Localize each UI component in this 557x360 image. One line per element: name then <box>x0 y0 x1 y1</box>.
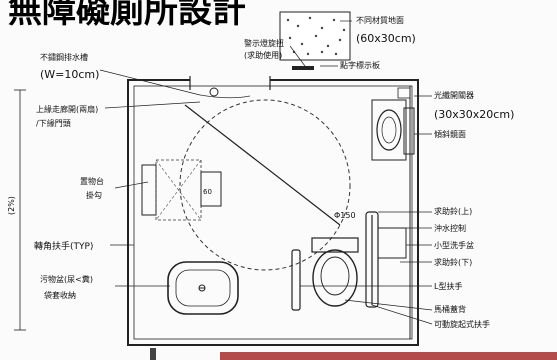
turning-circle <box>179 99 351 271</box>
label-braille-plate: 點字標示板 <box>340 60 380 70</box>
label-small-sink: 小型洗手盆 <box>434 240 474 250</box>
label-slope-channel-w: (W=10cm) <box>40 68 99 81</box>
circle-dimension: Φ150 <box>334 211 356 220</box>
dimension-label: (2%) <box>7 196 16 215</box>
annotation-labels: 不同材質地面 (60x30cm) 警示燈旋扭 (求助使用) 點字標示板 不鏽鋼排… <box>34 15 514 329</box>
label-light-sensor: 光纖開關器 <box>434 90 474 100</box>
bottom-post <box>150 348 156 360</box>
label-dirt-bin: 污物盆(尿<糞) <box>40 274 93 284</box>
braille-plate <box>292 66 314 70</box>
label-handrail-note: 轉角扶手(TYP) <box>34 240 93 252</box>
label-slope-channel: 不鏽鋼排水槽 <box>40 52 88 62</box>
light-sensor-icon <box>397 87 411 99</box>
label-flush: 沖水控制 <box>434 223 466 233</box>
label-l-handrail: L型扶手 <box>434 281 462 291</box>
diagonal-line <box>184 104 341 226</box>
label-floor-material-size: (60x30cm) <box>356 32 416 45</box>
door-swing <box>199 94 251 99</box>
left-dimension <box>14 89 26 331</box>
shelf-area: 60 <box>141 159 222 221</box>
floor-material-box <box>279 11 351 61</box>
toilet <box>311 237 359 307</box>
label-sink-hook: 掛勾 <box>86 190 102 200</box>
handrails <box>291 211 379 311</box>
bottom-strip <box>220 352 557 360</box>
label-call-lower: 求助鈴(下) <box>434 257 472 267</box>
leader-lines <box>99 20 433 325</box>
dirt-bin <box>167 261 239 315</box>
label-mirror: 傾斜鏡面 <box>434 129 466 139</box>
label-toilet-seat: 馬桶蓋背 <box>434 304 466 314</box>
label-warning-light: 警示燈旋扭 <box>244 38 284 48</box>
label-call-upper: 求助鈴(上) <box>434 206 472 216</box>
label-fold-handrail: 可動旋起式扶手 <box>434 319 490 329</box>
rect-dimension: 60 <box>203 188 212 196</box>
label-dirt-bin-sub: 袋套收納 <box>44 290 76 300</box>
label-light-sensor-size: (30x30x20cm) <box>434 108 514 121</box>
diagram-title: 無障礙廁所設計 <box>8 0 246 31</box>
room-walls <box>127 79 419 346</box>
wall-sink <box>371 99 415 161</box>
warning-light-icon <box>209 87 219 97</box>
label-door-lower: /下緣門頭 <box>36 118 71 128</box>
label-floor-material: 不同材質地面 <box>356 15 404 25</box>
label-door-upper: 上緣走廊開(兩扇) <box>36 104 98 114</box>
small-sink <box>377 227 407 259</box>
label-shelf: 置物台 <box>80 176 104 186</box>
label-warning-light-sub: (求助使用) <box>244 50 282 60</box>
